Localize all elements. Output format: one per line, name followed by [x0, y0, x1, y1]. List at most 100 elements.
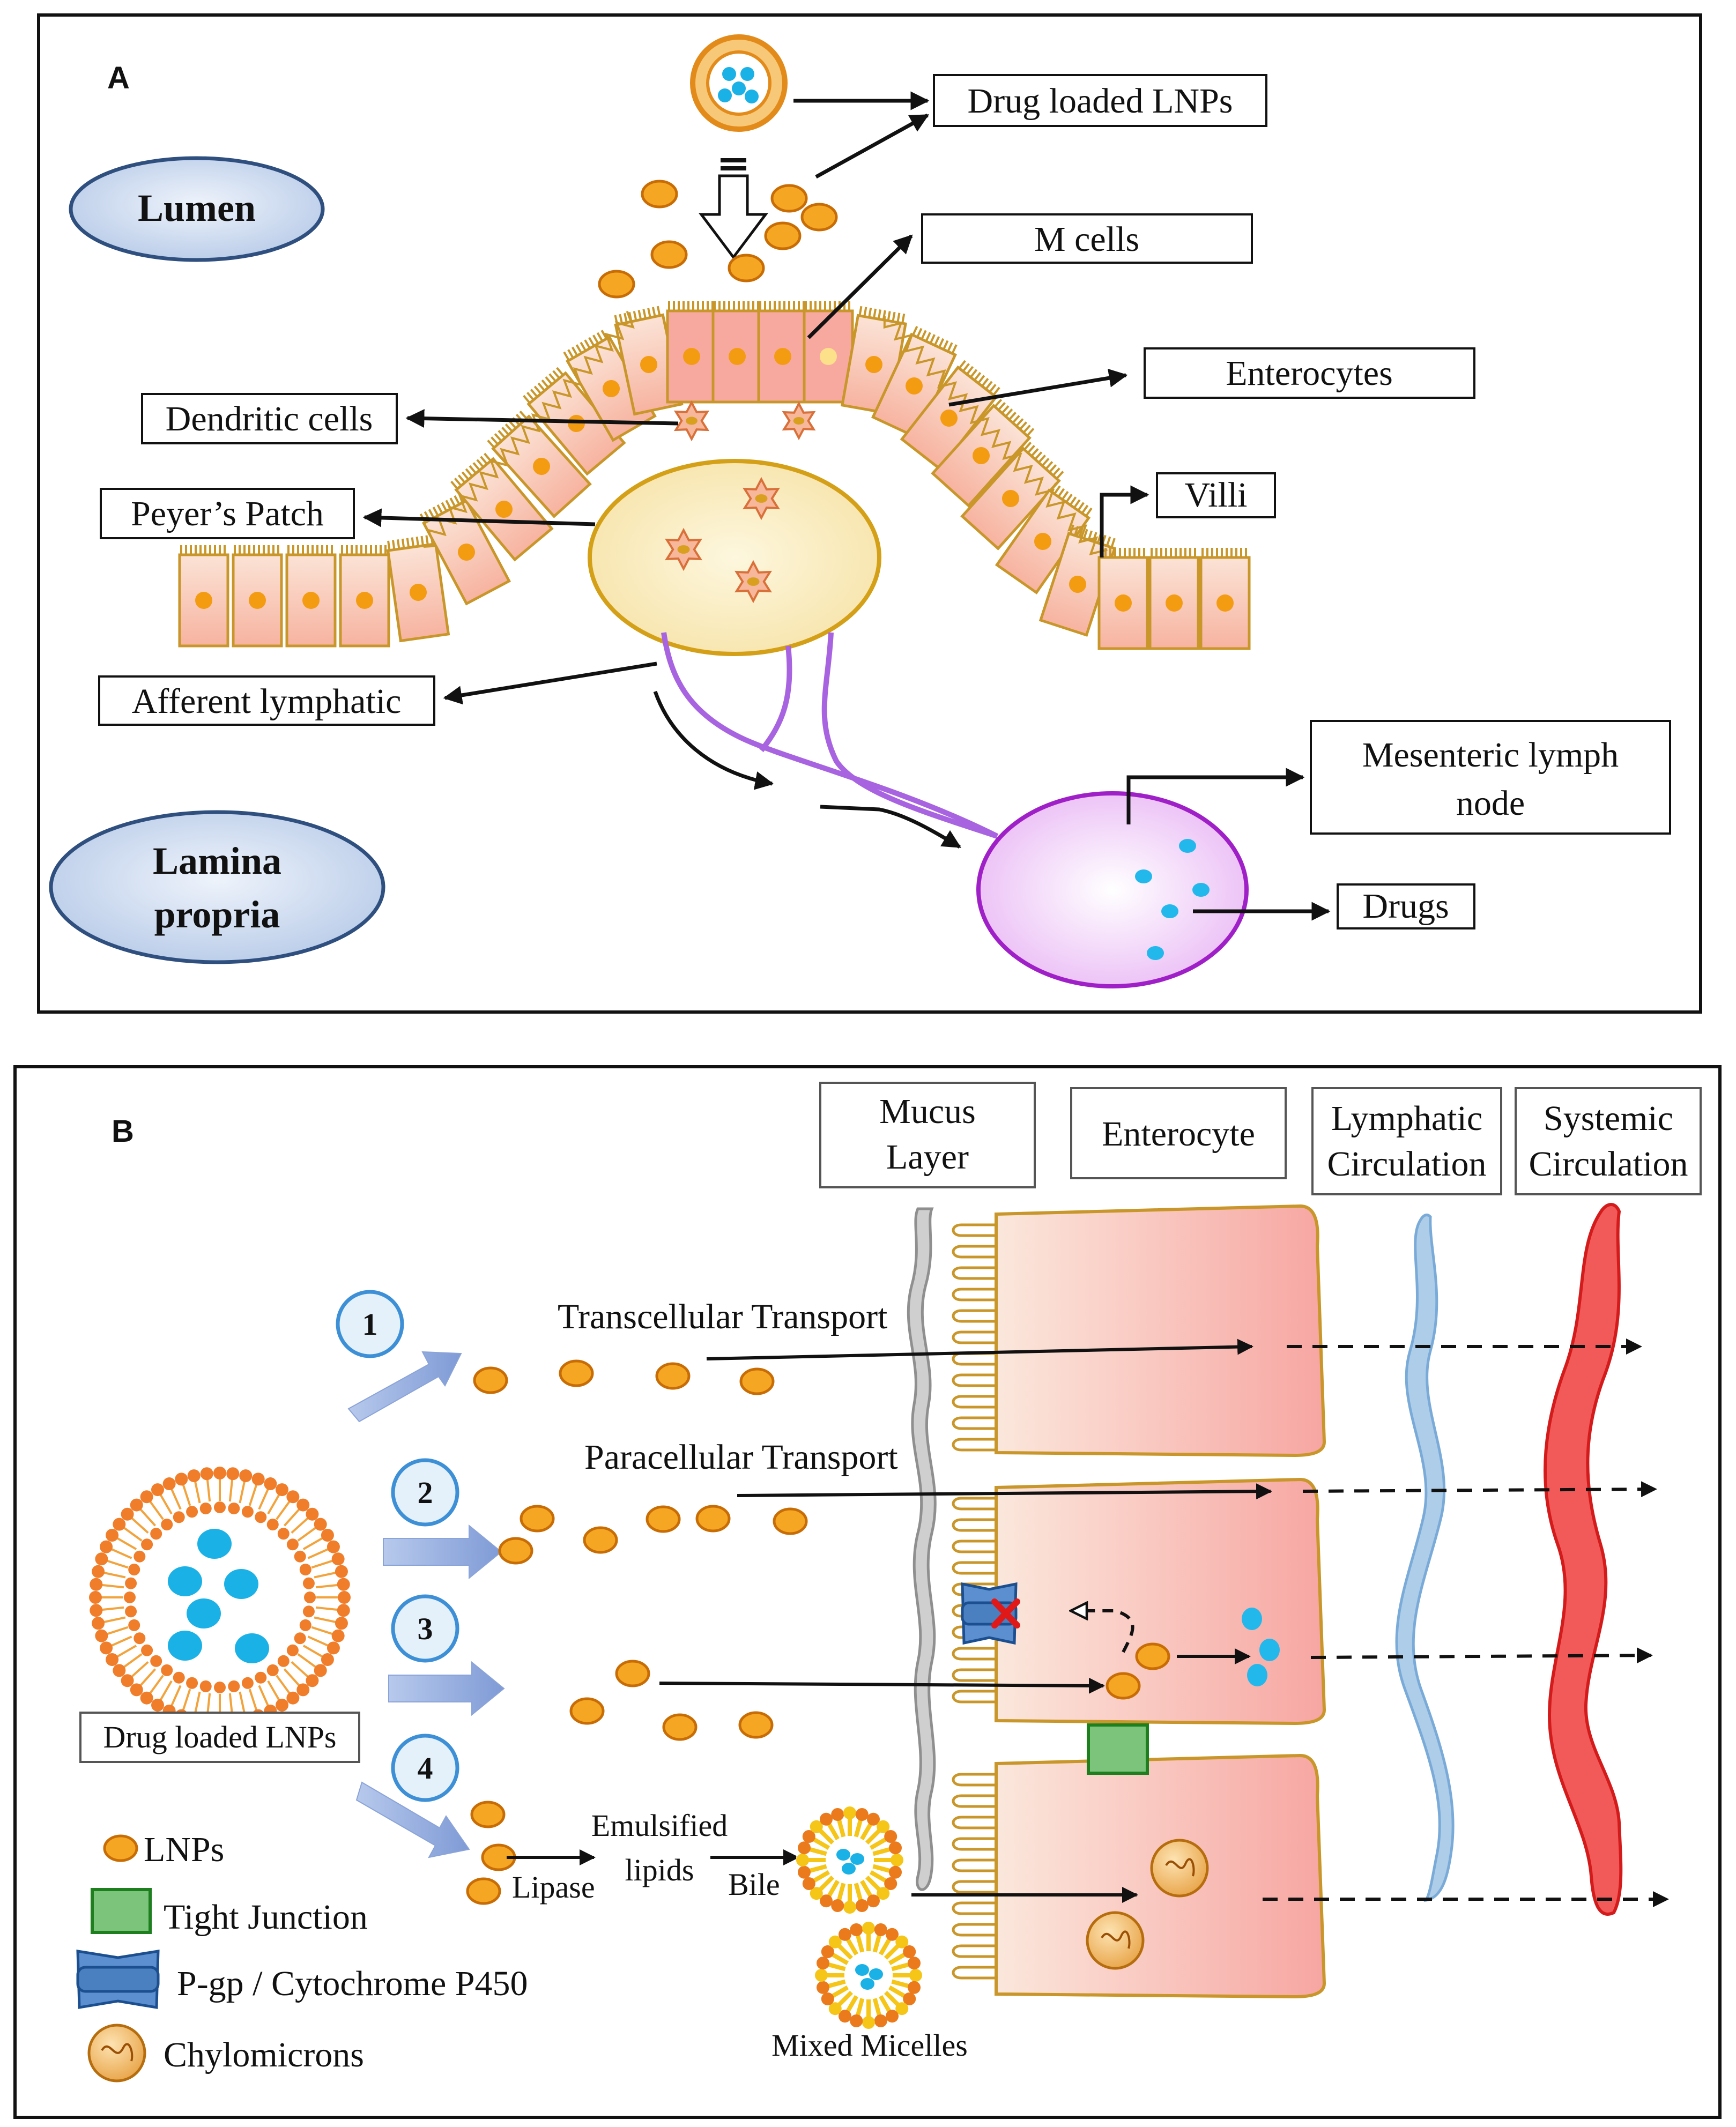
header-enterocyte: Enterocyte	[1070, 1087, 1287, 1179]
arrow-afferent	[443, 661, 657, 705]
svg-text:Afferent lymphatic: Afferent lymphatic	[132, 682, 402, 721]
label-peyers-patch: Peyer’s Patch	[100, 488, 355, 539]
cell-nucleus	[906, 377, 923, 395]
svg-text:Villi: Villi	[1184, 475, 1247, 515]
label-drugs: Drugs	[1337, 883, 1475, 929]
label-villi: Villi	[1156, 472, 1276, 518]
mixed-micelle-icon	[815, 1922, 922, 2029]
step-circle-2	[391, 1458, 459, 1527]
cell-nucleus	[533, 458, 550, 475]
emulsified-label-line2: lipids	[625, 1853, 694, 1887]
cell-nucleus	[410, 584, 427, 601]
header-lymphatic-circulation: Lymphatic Circulation	[1311, 1087, 1502, 1195]
lipase-label: Lipase	[512, 1870, 595, 1905]
chylomicron-icon	[1150, 1839, 1209, 1898]
dendritic-cell-icon	[743, 477, 780, 520]
cell-nucleus	[356, 592, 373, 609]
cell-nucleus	[774, 348, 791, 365]
cell-nucleus	[1069, 576, 1086, 593]
label-dendritic-cells: Dendritic cells	[141, 393, 398, 444]
epithelial-cell	[450, 452, 554, 562]
cell-nucleus	[302, 592, 320, 609]
lymphatic-vessel	[1395, 1214, 1455, 1902]
mixed-micelle-icon	[796, 1806, 903, 1914]
lymph-flow-arrow-2	[820, 805, 962, 849]
panel-b-frame	[13, 1065, 1722, 2119]
lumen-lnps	[598, 180, 838, 299]
header-systemic-circulation: Systemic Circulation	[1515, 1087, 1702, 1195]
arrow-dendritic	[405, 409, 679, 428]
epithelial-cell	[285, 545, 337, 648]
cell-nucleus	[1115, 594, 1132, 612]
epithelial-cell	[960, 442, 1064, 551]
afferent-lymphatic-vessels	[661, 632, 999, 839]
lnps-pathways	[466, 1359, 1170, 1905]
arrow-paracellular	[737, 1483, 1272, 1500]
step-arrow-4	[355, 1781, 470, 1858]
villus-brush-right	[883, 316, 1108, 556]
epithelial-cell	[711, 301, 763, 404]
chylomicron-icon	[1086, 1911, 1145, 1970]
epithelial-cell	[1148, 548, 1200, 650]
villus-brush-left	[423, 310, 635, 548]
legend-tight-junction-label: Tight Junction	[164, 1898, 368, 1937]
svg-text:Drug loaded LNPs: Drug loaded LNPs	[968, 81, 1233, 121]
svg-text:Dendritic cells: Dendritic cells	[166, 399, 373, 438]
cell-nucleus	[973, 447, 990, 464]
cell-nucleus	[940, 410, 958, 427]
enterocyte-cell	[952, 1204, 1326, 1457]
cell-nucleus	[729, 348, 746, 365]
label-m-cells: M cells	[921, 213, 1253, 264]
arrow-step3	[659, 1677, 1105, 1694]
epithelium-arch	[178, 301, 1251, 650]
arrow-transcellular	[706, 1338, 1253, 1360]
svg-text:Enterocytes: Enterocytes	[1226, 354, 1393, 393]
arrow-peyers-patch	[362, 508, 596, 527]
svg-text:Circulation: Circulation	[1327, 1144, 1487, 1184]
tight-junction-in-cell	[1087, 1723, 1149, 1775]
svg-text:Enterocyte: Enterocyte	[1102, 1114, 1255, 1154]
lymph-flow-arrow-1	[653, 690, 774, 790]
cell-nucleus	[495, 501, 513, 518]
step-number-2: 2	[418, 1475, 433, 1510]
svg-text:Peyer’s Patch: Peyer’s Patch	[131, 494, 324, 533]
step-number-3: 3	[418, 1611, 433, 1646]
paracellular-label: Paracellular Transport	[584, 1438, 898, 1477]
header-mucus-layer: Mucus Layer	[819, 1082, 1036, 1188]
cell-nucleus	[865, 356, 882, 373]
lumen-label: Lumen	[138, 187, 256, 229]
cell-nucleus	[820, 348, 837, 365]
step-arrow-2	[383, 1524, 502, 1580]
svg-text:Layer: Layer	[886, 1137, 969, 1177]
lumen-oval	[69, 156, 325, 262]
dashed-exit-arrows	[1263, 1338, 1669, 1907]
node-drugs	[1135, 839, 1210, 960]
step-number-1: 1	[362, 1307, 378, 1342]
cell-nucleus	[683, 348, 700, 365]
enterocyte-cell	[952, 1753, 1326, 1999]
systemic-blood-vessel	[1544, 1203, 1623, 1916]
cell-nucleus	[640, 356, 657, 373]
arrow-lnps-to-label	[815, 113, 930, 179]
uptake-arrow-icon	[699, 158, 768, 260]
epithelial-cell	[232, 545, 283, 648]
label-afferent-lymphatic: Afferent lymphatic	[98, 675, 435, 726]
label-enterocytes: Enterocytes	[1144, 347, 1475, 399]
epithelial-cell	[487, 411, 592, 518]
legend: LNPs Tight Junction P-gp / Cytochrome P4…	[76, 1830, 528, 2083]
epithelial-cell	[339, 545, 390, 648]
svg-text:Mesenteric lymph: Mesenteric lymph	[1362, 735, 1619, 775]
cell-nucleus	[603, 380, 620, 397]
step-circle-3	[391, 1594, 459, 1663]
cell-nucleus	[568, 415, 585, 432]
epithelial-cell	[419, 493, 511, 606]
arrow-enterocytes	[948, 368, 1128, 407]
epithelial-cell	[1097, 548, 1149, 650]
dendritic-cell-icon	[735, 560, 772, 604]
epithelial-cell	[757, 301, 808, 404]
cell-nucleus	[458, 544, 475, 561]
svg-text:Drugs: Drugs	[1362, 887, 1449, 926]
legend-tight-junction-icon	[91, 1888, 152, 1934]
step-number-4: 4	[418, 1751, 433, 1786]
svg-text:node: node	[1456, 784, 1525, 823]
